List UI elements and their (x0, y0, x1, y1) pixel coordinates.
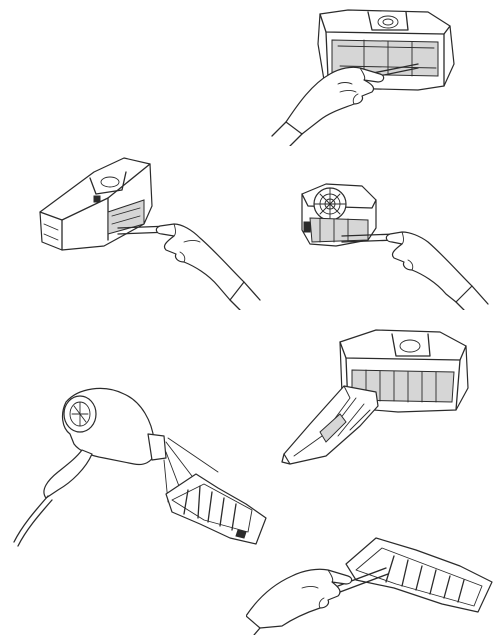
dust-bin-brush-cleaning-icon (268, 4, 496, 146)
dust-bin-side-opening-cleaning-icon (34, 150, 272, 310)
step-5-dry-filter (8, 372, 272, 552)
step-1-dust-bin-cleaning (268, 4, 496, 146)
step-3-fan-housing-cleaning (296, 180, 496, 310)
hand-brushing-filter-icon (246, 530, 496, 635)
step-6-brush-filter (246, 530, 496, 635)
step-4-open-filter-door (280, 326, 476, 468)
dust-bin-open-filter-door-icon (280, 326, 476, 468)
hair-dryer-drying-filter-icon (8, 372, 272, 552)
step-2-side-opening-cleaning (34, 150, 272, 310)
round-fan-housing-cleaning-icon (296, 180, 496, 310)
